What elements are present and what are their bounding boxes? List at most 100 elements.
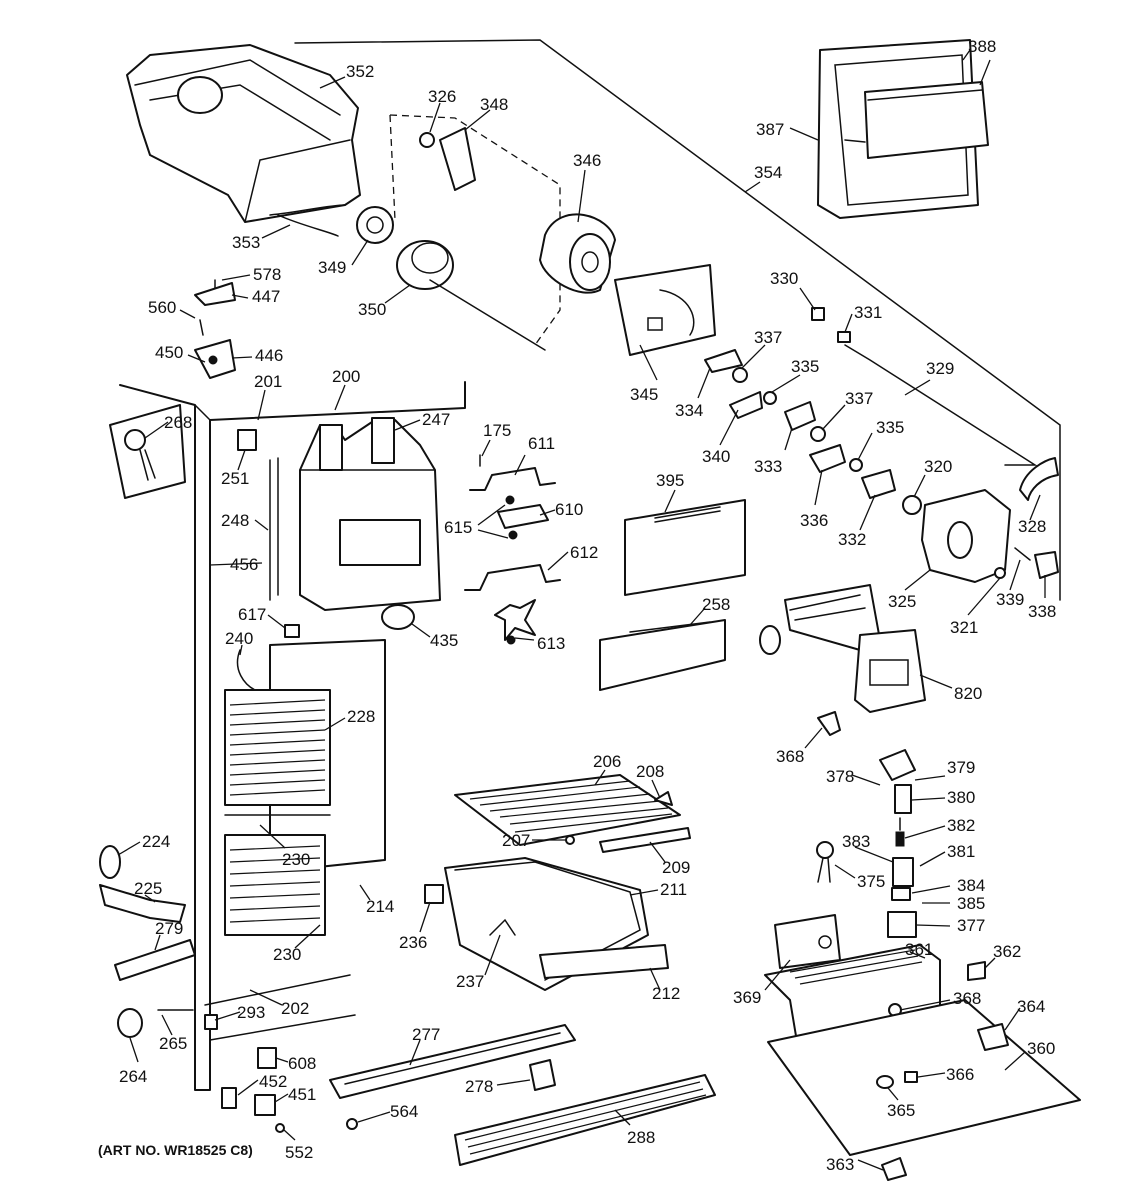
callout-366: 366: [946, 1065, 974, 1084]
callout-345: 345: [630, 385, 658, 404]
wire-shelf: [454, 774, 691, 853]
callout-385: 385: [957, 894, 985, 913]
callout-369: 369: [733, 988, 761, 1007]
callout-320: 320: [924, 457, 952, 476]
callout-230: 230: [282, 850, 310, 869]
callout-207: 207: [502, 831, 530, 850]
callout-820: 820: [954, 684, 982, 703]
callout-368: 368: [953, 989, 981, 1008]
bottom-rails: [329, 1024, 716, 1166]
callout-395: 395: [656, 471, 684, 490]
callout-451: 451: [288, 1085, 316, 1104]
callout-608: 608: [288, 1054, 316, 1073]
callout-450: 450: [155, 343, 183, 362]
callout-384: 384: [957, 876, 985, 895]
callout-240: 240: [225, 629, 253, 648]
callout-236: 236: [399, 933, 427, 952]
callout-611: 611: [528, 434, 555, 453]
callout-336: 336: [800, 511, 828, 530]
callout-346: 346: [573, 151, 601, 170]
cabinet-frame: [119, 381, 466, 1091]
nut-and-plate: [419, 127, 476, 191]
ice-maker-unit: [759, 584, 926, 713]
callout-209: 209: [662, 858, 690, 877]
callout-328: 328: [1018, 517, 1046, 536]
callout-332: 332: [838, 530, 866, 549]
mounting-bracket-plate: [614, 264, 716, 356]
callout-552: 552: [285, 1143, 313, 1162]
callout-452: 452: [259, 1072, 287, 1091]
callout-337: 337: [845, 389, 873, 408]
callout-268: 268: [164, 413, 192, 432]
callout-363: 363: [826, 1155, 854, 1174]
gear-train: [704, 349, 896, 499]
callout-321: 321: [950, 618, 978, 637]
callout-224: 224: [142, 832, 170, 851]
callout-560: 560: [148, 298, 176, 317]
callout-330: 330: [770, 269, 798, 288]
callout-278: 278: [465, 1077, 493, 1096]
dispenser-motor-housing: [764, 914, 1081, 1181]
callout-340: 340: [702, 447, 730, 466]
callout-379: 379: [947, 758, 975, 777]
callout-381: 381: [947, 842, 975, 861]
hinge-small-parts: [194, 279, 236, 379]
callout-201: 201: [254, 372, 282, 391]
callout-361: 361: [905, 940, 933, 959]
crisper-drawer: [424, 857, 669, 991]
callout-354: 354: [754, 163, 782, 182]
callout-211: 211: [660, 880, 687, 899]
callout-264: 264: [119, 1067, 147, 1086]
callout-613: 613: [537, 634, 565, 653]
callout-labels: 388 387 354 352 326 348 346 353 349 350 …: [98, 37, 1056, 1174]
actuator-rod: [811, 307, 1038, 466]
callout-564: 564: [390, 1102, 418, 1121]
callout-578: 578: [253, 265, 281, 284]
callout-388: 388: [968, 37, 996, 56]
callout-206: 206: [593, 752, 621, 771]
callout-387: 387: [756, 120, 784, 139]
callout-175: 175: [483, 421, 511, 440]
callout-277: 277: [412, 1025, 440, 1044]
callout-251: 251: [221, 469, 249, 488]
callout-446: 446: [255, 346, 283, 365]
evaporator-housing: [237, 417, 441, 611]
callout-350: 350: [358, 300, 386, 319]
callout-352: 352: [346, 62, 374, 81]
callout-377: 377: [957, 916, 985, 935]
callout-348: 348: [480, 95, 508, 114]
dispenser-valve-parts: [816, 749, 917, 938]
ice-bucket-part: [126, 44, 361, 223]
callout-383: 383: [842, 832, 870, 851]
callout-378: 378: [826, 767, 854, 786]
callout-212: 212: [652, 984, 680, 1003]
drain-parts: [99, 845, 196, 981]
callout-214: 214: [366, 897, 394, 916]
dispenser-door-assembly: [817, 39, 989, 219]
callout-362: 362: [993, 942, 1021, 961]
callout-382: 382: [947, 816, 975, 835]
thermostat-knob: [381, 604, 415, 630]
callout-329: 329: [926, 359, 954, 378]
control-panels: [599, 499, 746, 691]
auger-motor-drum: [539, 213, 616, 294]
callout-leader-lines: [117, 49, 1046, 1171]
callout-612: 612: [570, 543, 598, 562]
callout-335: 335: [876, 418, 904, 437]
callout-225: 225: [134, 879, 162, 898]
callout-375: 375: [857, 872, 885, 891]
callout-338: 338: [1028, 602, 1056, 621]
callout-248: 248: [221, 511, 249, 530]
callout-615: 615: [444, 518, 472, 537]
callout-456: 456: [230, 555, 258, 574]
callout-335: 335: [791, 357, 819, 376]
callout-247: 247: [422, 410, 450, 429]
callout-447: 447: [252, 287, 280, 306]
callout-617: 617: [238, 605, 266, 624]
callout-334: 334: [675, 401, 703, 420]
callout-353: 353: [232, 233, 260, 252]
ice-maker-motor-assembly: [902, 457, 1059, 583]
callout-435: 435: [430, 631, 458, 650]
dashed-assembly-frame: [389, 114, 561, 346]
